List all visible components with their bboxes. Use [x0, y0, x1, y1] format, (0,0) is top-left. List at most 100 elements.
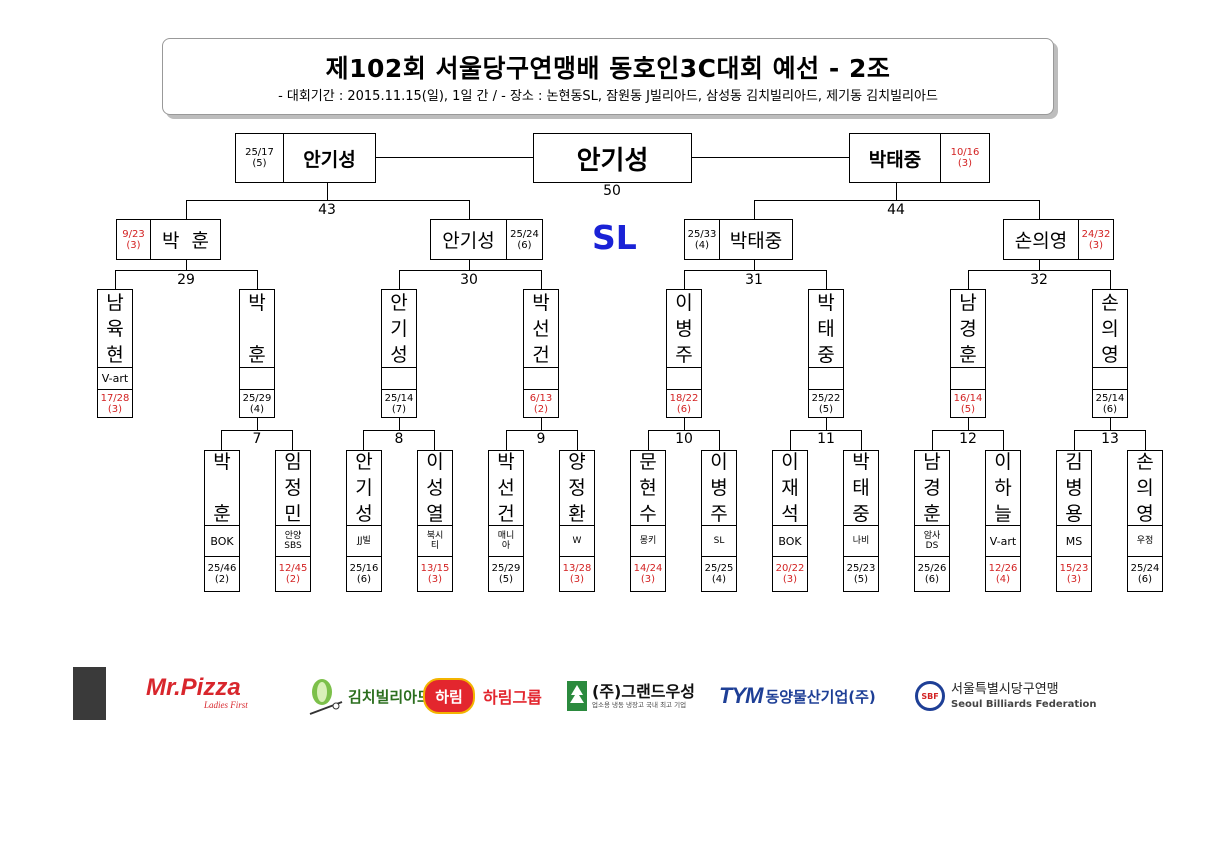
player-club: W [560, 526, 594, 557]
bracket-line [826, 418, 827, 430]
player-score: 17/28 (3) [100, 392, 130, 415]
player-name: 이 재 석 [773, 451, 807, 526]
player-box: 임 정 민 안양 SBS 12/45 (2) [275, 450, 311, 592]
player-box: 이 재 석 BOK 20/22 (3) [772, 450, 808, 592]
player-name: 이 병 주 [667, 290, 701, 368]
bracket-line [257, 418, 258, 430]
bracket-line [186, 200, 470, 201]
player-box: 이 성 열 북시 티 13/15 (3) [417, 450, 453, 592]
bracket-line [363, 430, 364, 450]
player-club: 우정 [1128, 526, 1162, 557]
player-score: 25/14 (6) [1095, 392, 1125, 415]
bracket-line [1003, 430, 1004, 450]
match-number: 43 [318, 202, 336, 218]
bracket-line [1110, 270, 1111, 289]
player-club: JJ빌 [347, 526, 381, 557]
player-name: 안 기 성 [347, 451, 381, 526]
player-box: 양 정 환 W 13/28 (3) [559, 450, 595, 592]
player-box: 박 훈 25/29 (4) [239, 289, 275, 418]
bracket-line [541, 418, 542, 430]
bracket-line [1039, 260, 1040, 270]
bracket-line [790, 430, 791, 450]
player-score: 25/16 (6) [349, 563, 379, 585]
bracket-line [221, 430, 293, 431]
bracket-line [861, 430, 862, 450]
player-name: 이 병 주 [702, 451, 736, 526]
semi-score: 10/16 (3) [950, 147, 980, 169]
player-box: 이 하 늘 V-art 12/26 (4) [985, 450, 1021, 592]
bracket-line [115, 270, 116, 289]
player-score: 18/22 (6) [669, 392, 699, 415]
player-score: 13/15 (3) [420, 563, 450, 585]
bracket-line [754, 200, 755, 219]
page-subtitle: - 대회기간 : 2015.11.15(일), 1일 간 / - 장소 : 논현… [278, 89, 938, 104]
match-number: 10 [675, 431, 693, 447]
player-name: 박 선 건 [524, 290, 558, 368]
mrpizza-tagline: Ladies First [204, 700, 248, 710]
player-score: 15/23 (3) [1059, 563, 1089, 585]
player-box: 남 경 훈 암사 DS 25/26 (6) [914, 450, 950, 592]
player-club [240, 368, 274, 390]
match-number: 7 [252, 431, 262, 447]
player-name: 안 기 성 [382, 290, 416, 368]
bracket-line [399, 270, 400, 289]
quarter-box: 25/33 (4) 박태중 [684, 219, 793, 260]
player-score: 20/22 (3) [775, 563, 805, 585]
player-club: BOK [205, 526, 239, 557]
player-club: MS [1057, 526, 1091, 557]
quarter-player-name: 박 훈 [161, 230, 210, 252]
bracket-line [257, 270, 258, 289]
final-connector-right [692, 157, 850, 158]
player-box: 문 현 수 몽키 14/24 (3) [630, 450, 666, 592]
player-score: 25/29 (5) [491, 563, 521, 585]
match-number: 31 [745, 272, 763, 288]
player-score: 25/29 (4) [242, 392, 272, 415]
sbf-emblem-icon: SBF [915, 681, 945, 711]
player-name: 양 정 환 [560, 451, 594, 526]
quarter-score: 24/32 (3) [1081, 228, 1111, 251]
bracket-line [826, 270, 827, 289]
player-name: 남 경 훈 [951, 290, 985, 368]
harim-logo-text: 하림그룹 [483, 688, 542, 707]
bracket-line [754, 200, 1040, 201]
venue-mark: SL [592, 218, 637, 257]
player-name: 남 육 현 [98, 290, 132, 368]
player-club: BOK [773, 526, 807, 557]
player-box: 박 선 건 매니 아 25/29 (5) [488, 450, 524, 592]
bracket-line [932, 430, 933, 450]
match-number: 50 [603, 183, 621, 199]
player-name: 김 병 용 [1057, 451, 1091, 526]
semi-right-box: 박태중 10/16 (3) [849, 133, 990, 183]
player-club: SL [702, 526, 736, 557]
player-box: 김 병 용 MS 15/23 (3) [1056, 450, 1092, 592]
player-club: 북시 티 [418, 526, 452, 557]
player-box: 남 육 현 V-art 17/28 (3) [97, 289, 133, 418]
match-number: 30 [460, 272, 478, 288]
player-score: 13/28 (3) [562, 563, 592, 585]
bracket-line [968, 270, 969, 289]
match-number: 32 [1030, 272, 1048, 288]
match-number: 29 [177, 272, 195, 288]
tym-logo-text: 동양물산기업(주) [765, 687, 876, 706]
player-club [524, 368, 558, 390]
match-number: 44 [887, 202, 905, 218]
player-name: 문 현 수 [631, 451, 665, 526]
grand-logo-subtext: 업소용 냉동 냉장고 국내 최고 기업 [592, 700, 687, 709]
bracket-line [1074, 430, 1075, 450]
player-name: 박 태 중 [844, 451, 878, 526]
player-name: 박 훈 [240, 290, 274, 368]
player-club: 나비 [844, 526, 878, 557]
player-box: 박 선 건 6/13 (2) [523, 289, 559, 418]
bracket-line [968, 418, 969, 430]
player-score: 25/14 (7) [384, 392, 414, 415]
bracket-line [648, 430, 649, 450]
player-name: 남 경 훈 [915, 451, 949, 526]
player-box: 남 경 훈 16/14 (5) [950, 289, 986, 418]
player-box: 박 태 중 나비 25/23 (5) [843, 450, 879, 592]
quarter-box: 손의영 24/32 (3) [1003, 219, 1114, 260]
bracket-line [968, 270, 1111, 271]
bracket-line [754, 260, 755, 270]
bracket-line [1074, 430, 1146, 431]
player-score: 12/26 (4) [988, 563, 1018, 585]
player-score: 14/24 (3) [633, 563, 663, 585]
